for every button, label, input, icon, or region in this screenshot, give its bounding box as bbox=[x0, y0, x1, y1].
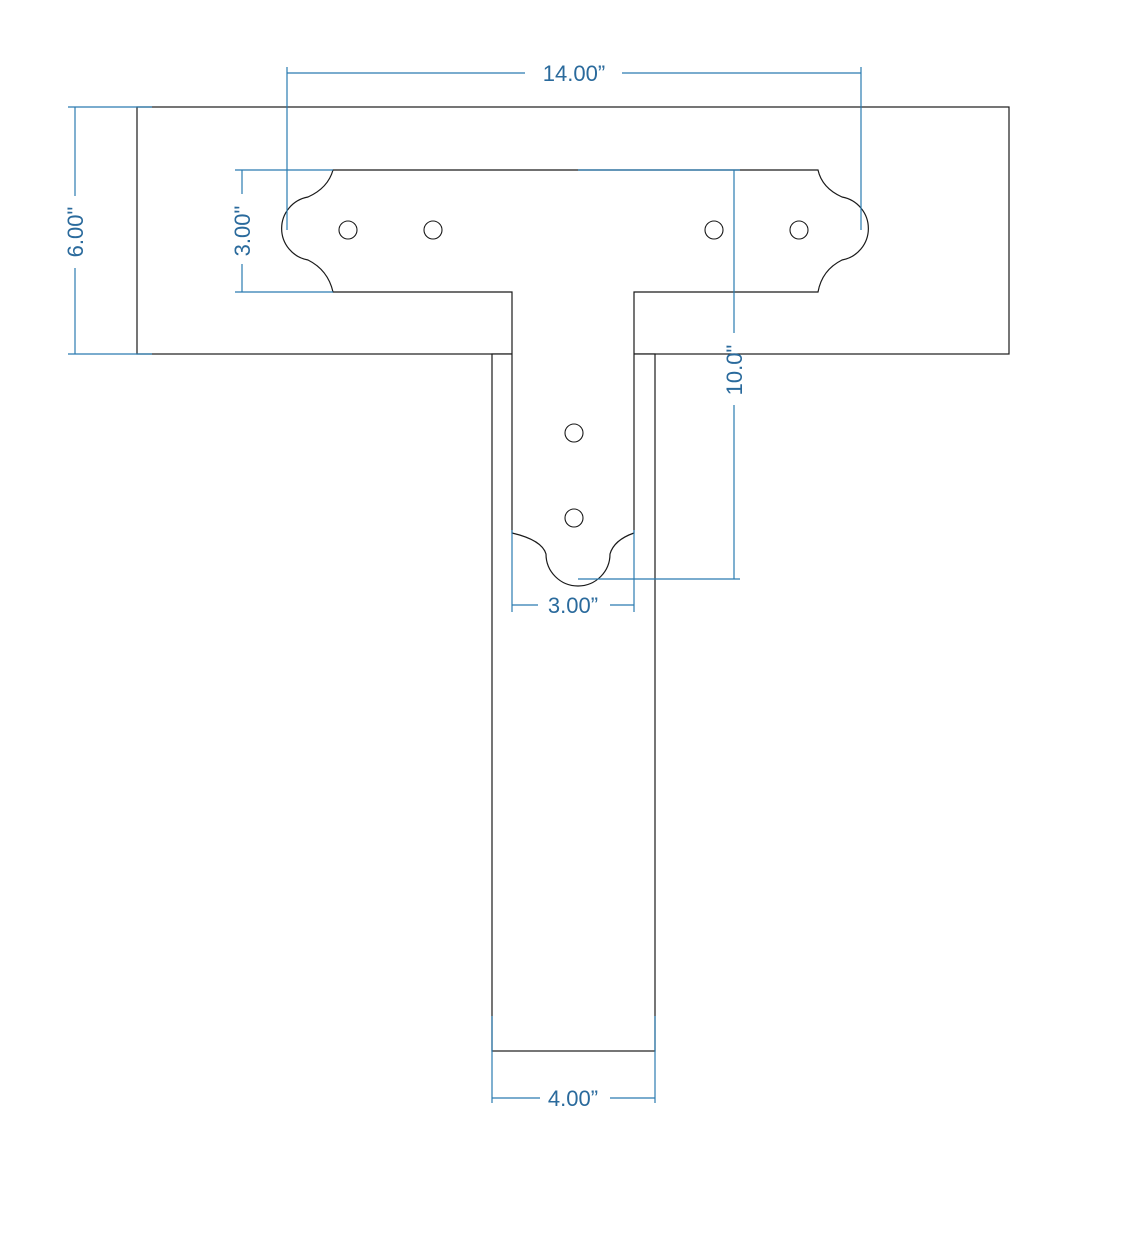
dimension-plate-length: 10.0" bbox=[578, 169, 747, 580]
bolt-hole bbox=[789, 220, 809, 240]
bolt-hole bbox=[423, 220, 443, 240]
dimension-label-plate-length: 10.0" bbox=[722, 345, 747, 396]
dimension-plate-top-height: 3.00" bbox=[230, 169, 333, 293]
dimension-plate-stem-width: 3.00” bbox=[511, 530, 635, 618]
bolt-hole bbox=[338, 220, 358, 240]
dimension-top-width: 14.00” bbox=[286, 61, 862, 230]
dimension-label-plate-top-height: 3.00" bbox=[230, 206, 255, 257]
dimension-leg-width: 4.00” bbox=[491, 1016, 656, 1111]
dimension-label-plate-stem-width: 3.00” bbox=[548, 593, 598, 618]
dimension-board-height: 6.00" bbox=[63, 106, 152, 355]
t-plate bbox=[281, 169, 869, 587]
bolt-hole bbox=[564, 508, 584, 528]
dimension-label-leg-width: 4.00” bbox=[548, 1086, 598, 1111]
bolt-hole bbox=[564, 423, 584, 443]
bolt-hole bbox=[704, 220, 724, 240]
dimension-label-top-width: 14.00” bbox=[543, 61, 605, 86]
dimension-label-board-height: 6.00" bbox=[63, 207, 88, 258]
